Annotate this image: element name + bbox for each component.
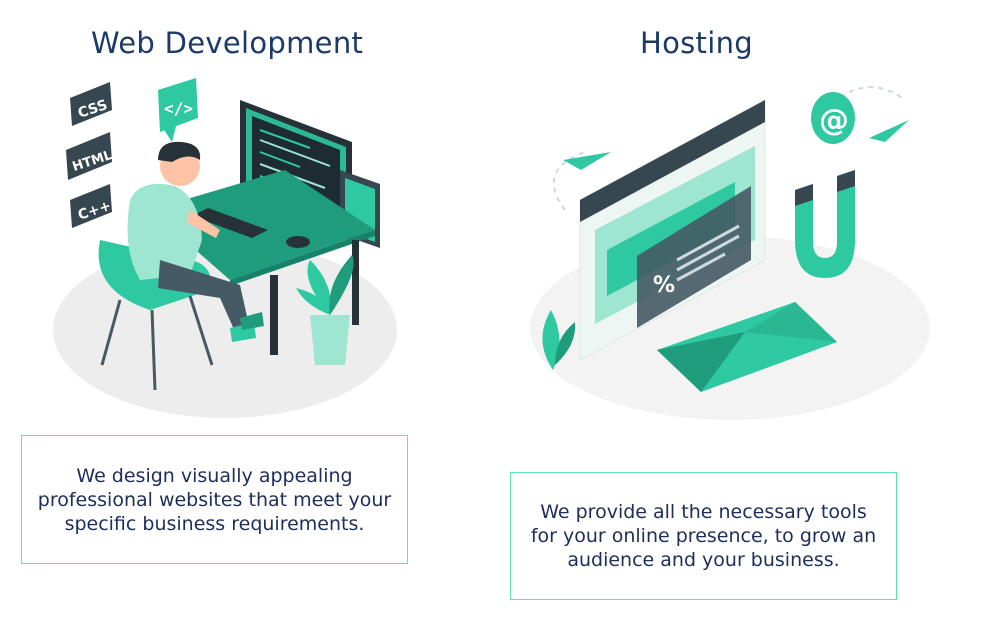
service-description-web-development: We design visually appealing professiona… bbox=[37, 464, 392, 535]
service-title-web-development: Web Development bbox=[91, 26, 364, 61]
service-title-hosting: Hosting bbox=[640, 26, 753, 61]
service-card-hosting: We provide all the necessary tools for y… bbox=[510, 472, 897, 600]
css-tile-icon: CSS bbox=[70, 82, 112, 126]
developer-person-icon bbox=[127, 141, 264, 342]
cpp-tile-icon: C++ bbox=[70, 184, 113, 228]
magnet-icon bbox=[795, 170, 855, 278]
code-bubble-icon: </> bbox=[158, 78, 198, 142]
browser-window-icon: % bbox=[579, 99, 766, 361]
service-card-web-development: We design visually appealing professiona… bbox=[21, 435, 408, 564]
paper-plane-icon bbox=[869, 120, 909, 142]
hosting-browser-magnet-envelope-icon: @ % bbox=[530, 86, 930, 420]
svg-text:</>: </> bbox=[164, 99, 193, 118]
desk-icon bbox=[150, 170, 375, 355]
hosting-illustration: @ % bbox=[525, 60, 935, 430]
web-development-illustration: CSS HTML C++ </> bbox=[40, 60, 410, 420]
plant-icon bbox=[296, 255, 354, 365]
envelope-icon bbox=[657, 302, 837, 392]
percent-icon: % bbox=[653, 273, 675, 298]
at-sign-icon: @ bbox=[811, 92, 855, 144]
html-tile-icon: HTML bbox=[66, 132, 114, 180]
svg-text:@: @ bbox=[819, 103, 849, 138]
paper-plane-icon bbox=[563, 152, 611, 170]
developer-at-desk-icon: CSS HTML C++ </> bbox=[53, 78, 397, 418]
leaf-plant-icon bbox=[542, 310, 576, 370]
service-description-hosting: We provide all the necessary tools for y… bbox=[530, 501, 877, 571]
